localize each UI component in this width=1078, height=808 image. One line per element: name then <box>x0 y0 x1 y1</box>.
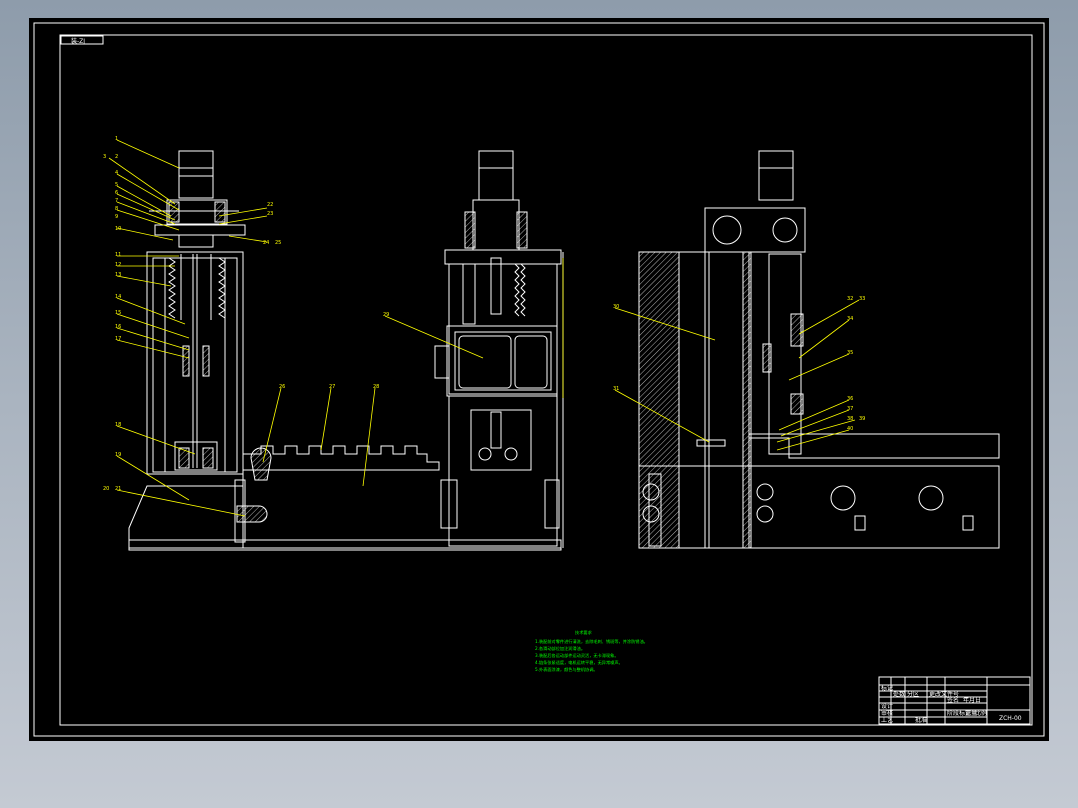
balloon-label: 21 <box>115 486 121 492</box>
note-line: 4.链条张紧适度，电机运转平稳，无异常噪声。 <box>535 659 623 666</box>
notes-title: 技术要求 <box>575 629 593 636</box>
title-row-zone: 分区 <box>907 690 919 698</box>
sheet-tag: 装-ZJ <box>71 37 85 45</box>
balloon-label: 18 <box>115 422 121 428</box>
drawing-canvas[interactable]: 装-ZJ <box>29 18 1049 741</box>
balloon-label: 32 <box>847 296 853 302</box>
balloon-label: 29 <box>383 312 389 318</box>
scale-label: 比例 <box>975 709 987 717</box>
balloon-label: 12 <box>115 262 121 268</box>
stage-label: 阶段标记 <box>947 709 971 717</box>
balloon-label: 25 <box>275 240 281 246</box>
balloon-label: 23 <box>267 211 273 217</box>
balloon-label: 7 <box>115 198 118 204</box>
balloon-label: 35 <box>847 350 853 356</box>
weight-label: 重量 <box>965 709 977 717</box>
title-row-mark: 标记 <box>881 684 893 692</box>
balloon-label: 17 <box>115 336 121 342</box>
balloon-label: 20 <box>103 486 109 492</box>
leader-lines <box>108 139 860 517</box>
note-line: 5.外表面涂漆，颜色与整机协调。 <box>535 666 598 673</box>
balloon-label: 26 <box>279 384 285 390</box>
balloon-label: 14 <box>115 294 121 300</box>
note-line: 1.装配前对零件进行清洗，去除毛刺、锈斑等，并涂防锈油。 <box>535 638 648 645</box>
balloon-label: 40 <box>847 426 853 432</box>
title-row-date: 年月日 <box>963 696 981 704</box>
view-front-section <box>128 150 562 551</box>
balloon-label: 28 <box>373 384 379 390</box>
check-label: 审核 <box>881 709 893 717</box>
balloon-label: 33 <box>859 296 865 302</box>
balloon-label: 11 <box>115 252 121 258</box>
balloon-label: 36 <box>847 396 853 402</box>
balloon-label: 1 <box>115 136 118 142</box>
balloon-label: 13 <box>115 272 121 278</box>
balloon-label: 27 <box>329 384 335 390</box>
balloon-label: 15 <box>115 310 121 316</box>
inner-border <box>59 34 1033 726</box>
balloon-label: 16 <box>115 324 121 330</box>
title-row-count: 处数 <box>893 690 905 698</box>
balloon-label: 24 <box>263 240 269 246</box>
balloon-label: 9 <box>115 214 118 220</box>
sheet-tag-box <box>60 35 104 45</box>
balloon-label: 2 <box>115 154 118 160</box>
balloon-label: 37 <box>847 406 853 412</box>
view-chain-section <box>638 150 1000 549</box>
process-label: 工艺 <box>881 716 893 724</box>
drawing-number: ZCH-00 <box>999 715 1022 722</box>
balloon-label: 39 <box>859 416 865 422</box>
balloon-label: 6 <box>115 190 118 196</box>
balloon-label: 31 <box>613 386 619 392</box>
balloon-label: 8 <box>115 206 118 212</box>
balloon-numbers: 1 2 3 4 5 6 7 8 9 10 11 12 13 14 15 16 1… <box>103 136 865 492</box>
balloon-label: 34 <box>847 316 853 322</box>
title-block: 标记 处数 分区 更改文件号 签名 年月日 设计 审核 工艺 批准 阶段标记 重… <box>878 676 1031 725</box>
note-line: 2.各滑动部位加注润滑油。 <box>535 645 585 652</box>
balloon-label: 38 <box>847 416 853 422</box>
title-row-sign: 签名 <box>947 696 959 704</box>
approve-label: 批准 <box>915 716 927 724</box>
outer-border <box>33 22 1045 737</box>
balloon-label: 3 <box>103 154 106 160</box>
title-row-file: 更改文件号 <box>929 690 959 698</box>
view-side <box>434 150 564 548</box>
balloon-label: 4 <box>115 170 118 176</box>
note-line: 3.装配后各运动部件运动灵活，无卡滞现象。 <box>535 652 619 659</box>
balloon-label: 10 <box>115 226 121 232</box>
assembly-drawing: 装-ZJ <box>33 22 1045 737</box>
balloon-label: 30 <box>613 304 619 310</box>
balloon-label: 19 <box>115 452 121 458</box>
balloon-label: 5 <box>115 182 118 188</box>
balloon-label: 22 <box>267 202 273 208</box>
design-label: 设计 <box>881 702 893 710</box>
technical-notes: 技术要求 1.装配前对零件进行清洗，去除毛刺、锈斑等，并涂防锈油。 2.各滑动部… <box>535 629 648 673</box>
